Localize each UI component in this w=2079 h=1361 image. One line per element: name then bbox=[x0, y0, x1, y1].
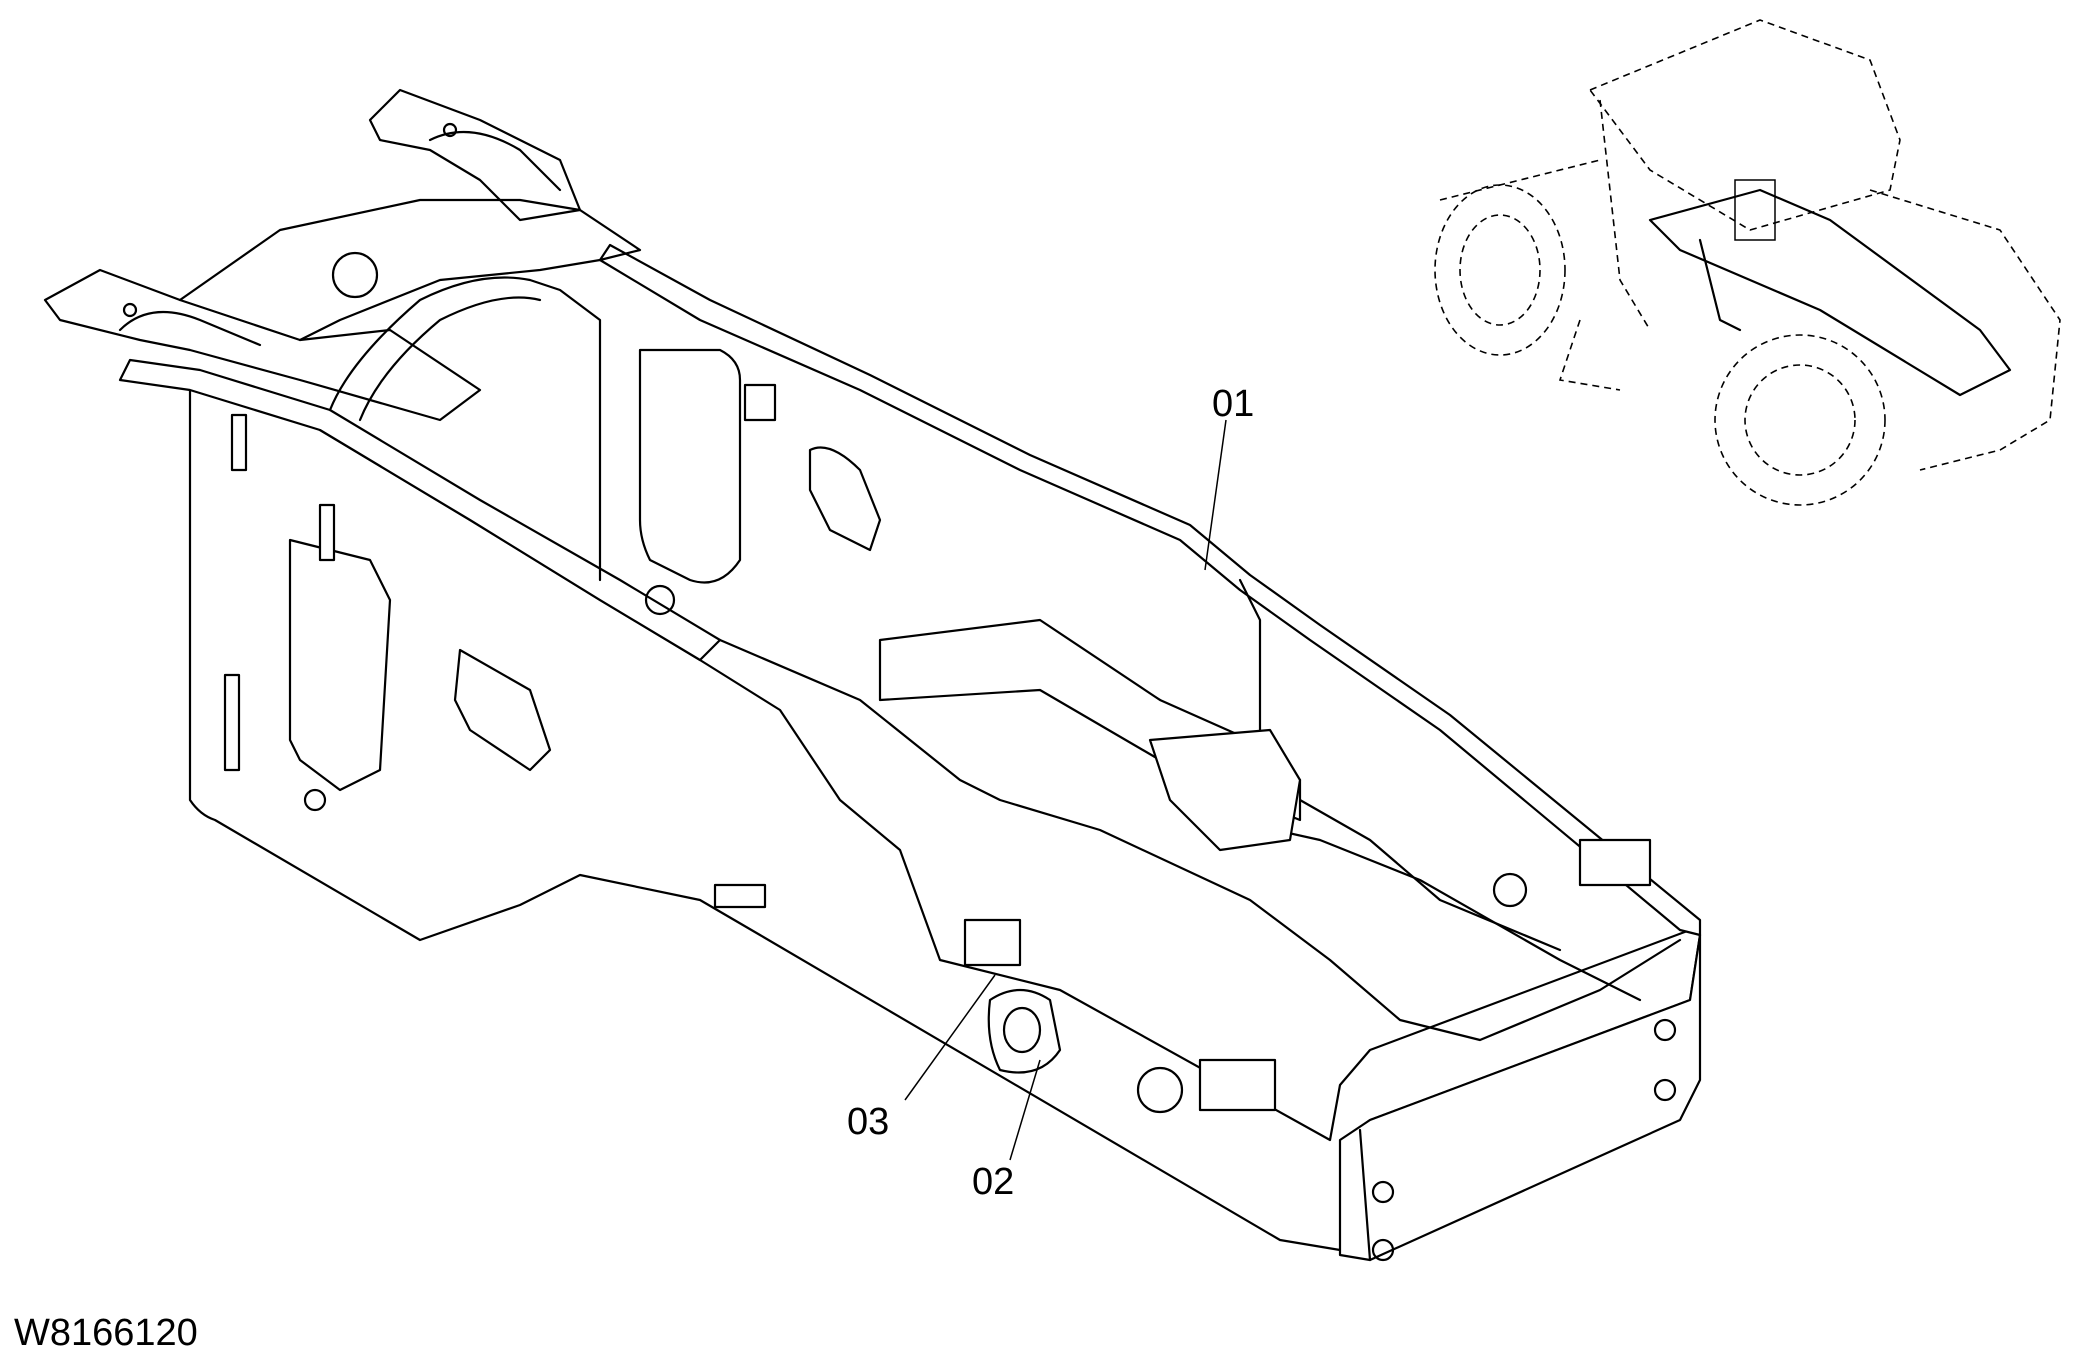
leader-03 bbox=[904, 974, 996, 1101]
inset-tractor-view bbox=[1434, 19, 2061, 506]
main-frame bbox=[43, 88, 1702, 1262]
figure-id: W8166120 bbox=[14, 1312, 198, 1354]
leader-01 bbox=[1204, 419, 1227, 571]
callout-03: 03 bbox=[847, 1101, 890, 1143]
callout-01: 01 bbox=[1212, 383, 1255, 425]
callout-leaders bbox=[904, 419, 1227, 1161]
callout-02: 02 bbox=[972, 1161, 1015, 1203]
leader-02 bbox=[1009, 1059, 1041, 1161]
